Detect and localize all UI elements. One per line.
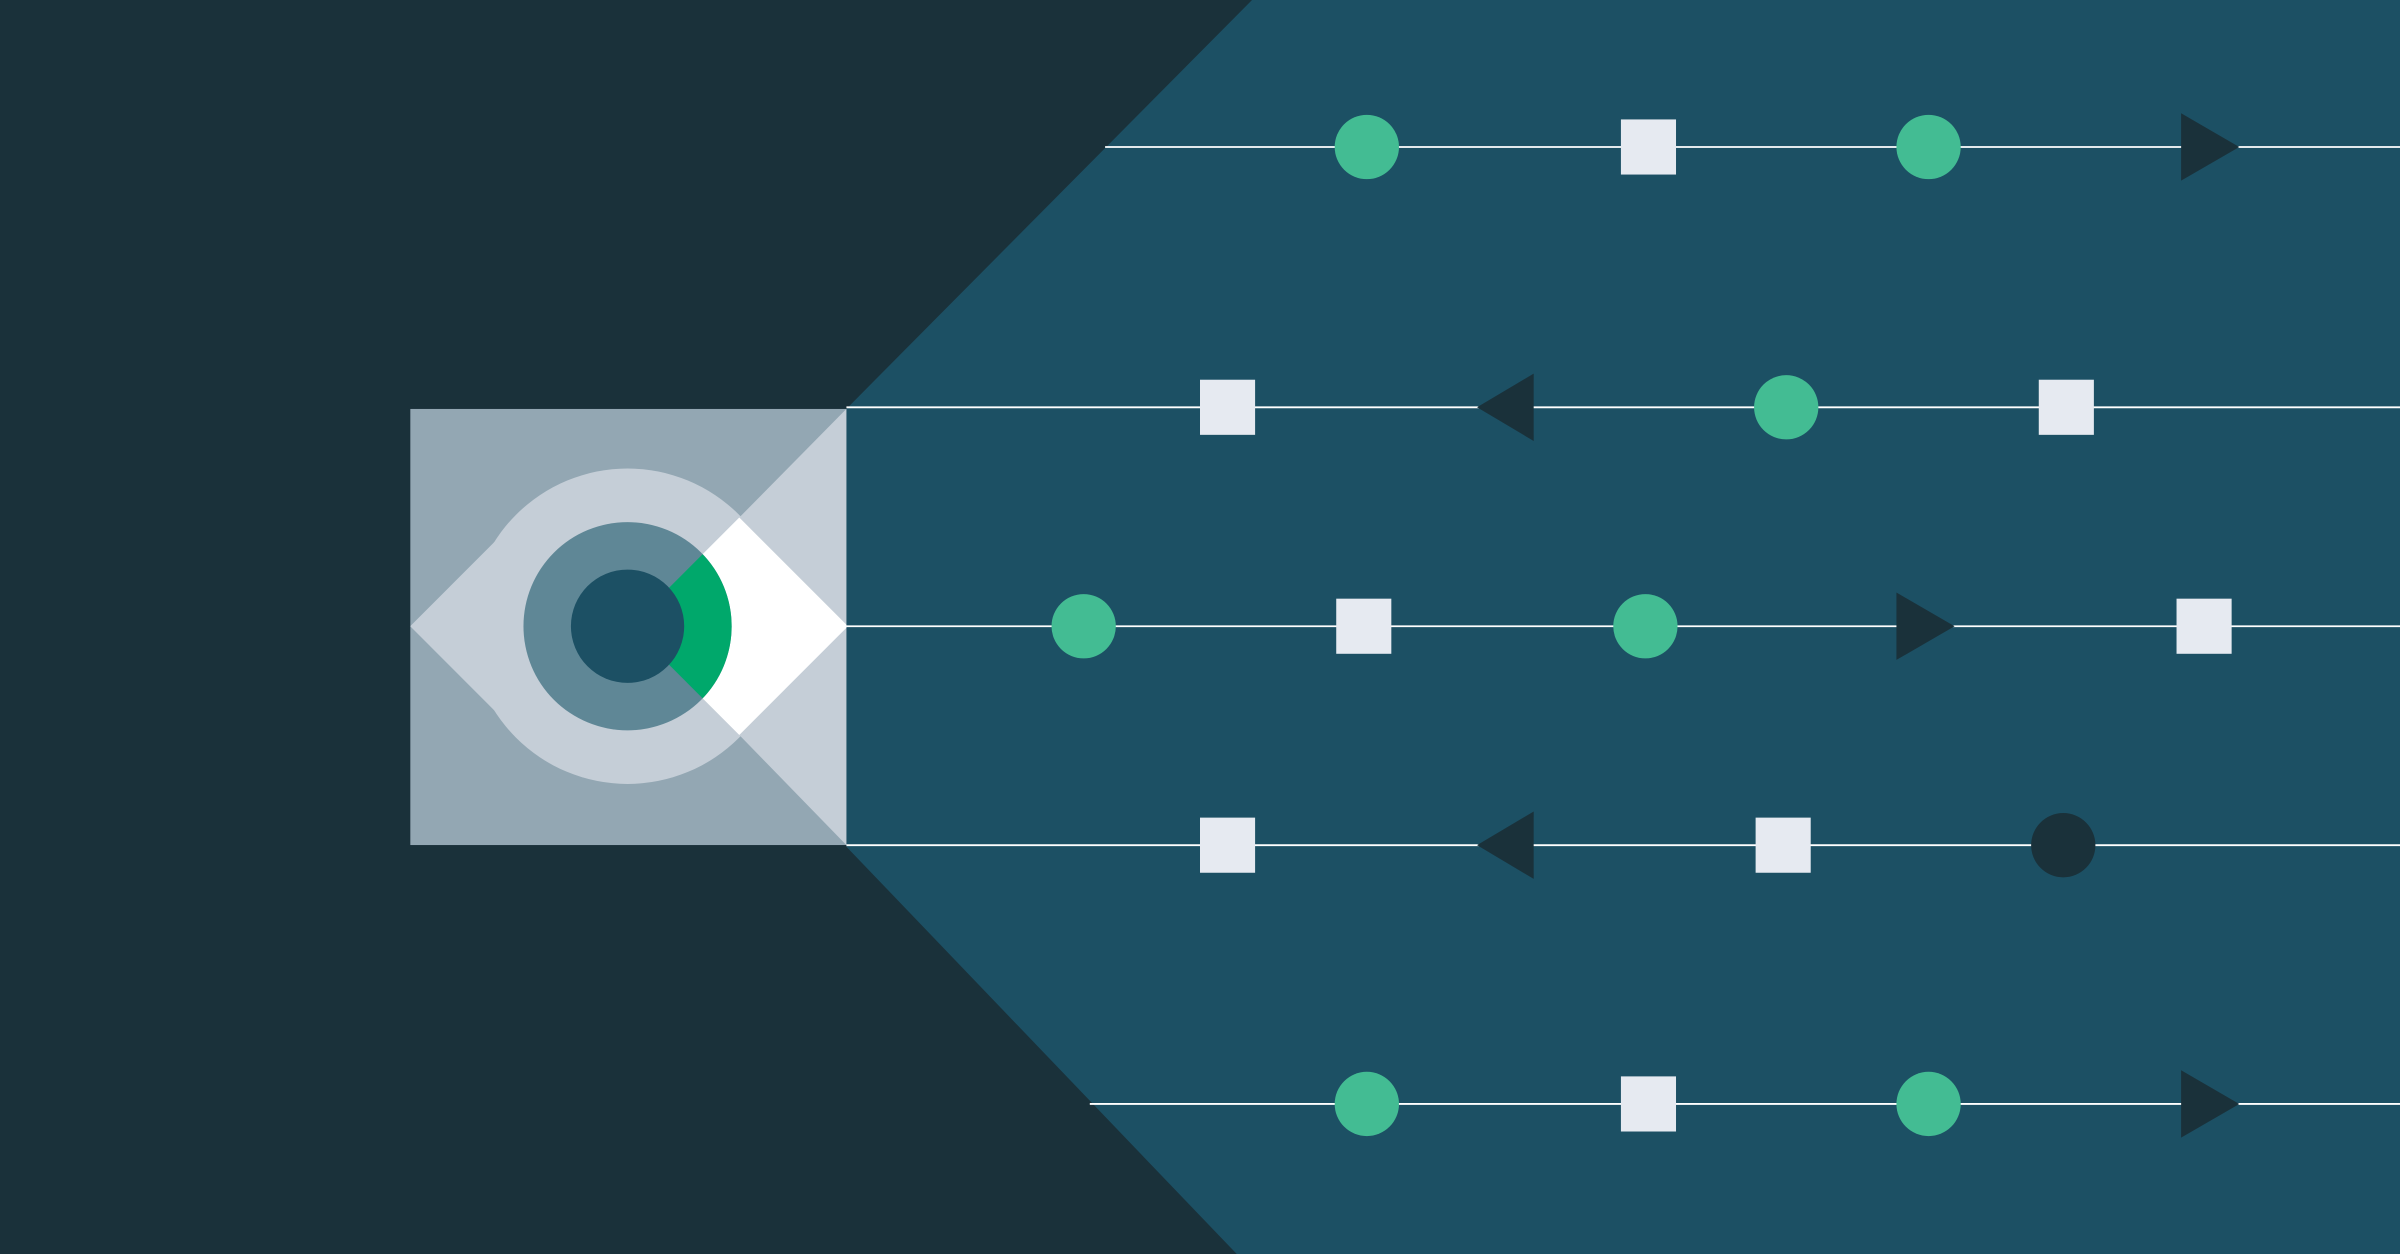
square-token (1200, 379, 1256, 435)
square-token (2038, 379, 2094, 435)
logo-core (570, 569, 685, 683)
circle-token (1896, 114, 1961, 180)
square-token (2176, 598, 2232, 654)
flow-shapes (1051, 113, 2240, 1138)
triangle-right-token (2181, 1070, 2240, 1138)
circle-token (1334, 114, 1399, 180)
square-token (1755, 817, 1811, 873)
square-token (1620, 1076, 1677, 1132)
circle-token (1051, 594, 1116, 659)
logo-white-diamond (630, 517, 847, 735)
dark-circle-token (2031, 813, 2096, 878)
eye-icon (410, 408, 847, 846)
square-token (1200, 817, 1256, 873)
triangle-right-token (1896, 592, 1955, 660)
triangle-right-token (2181, 113, 2240, 181)
circle-token (1613, 594, 1678, 659)
circle-token (1754, 375, 1819, 440)
square-token (1336, 598, 1392, 654)
triangle-left-token (1477, 373, 1534, 441)
circle-token (1896, 1071, 1961, 1137)
square-token (1620, 119, 1677, 175)
circle-token (1334, 1071, 1399, 1137)
triangle-left-token (1477, 811, 1534, 879)
